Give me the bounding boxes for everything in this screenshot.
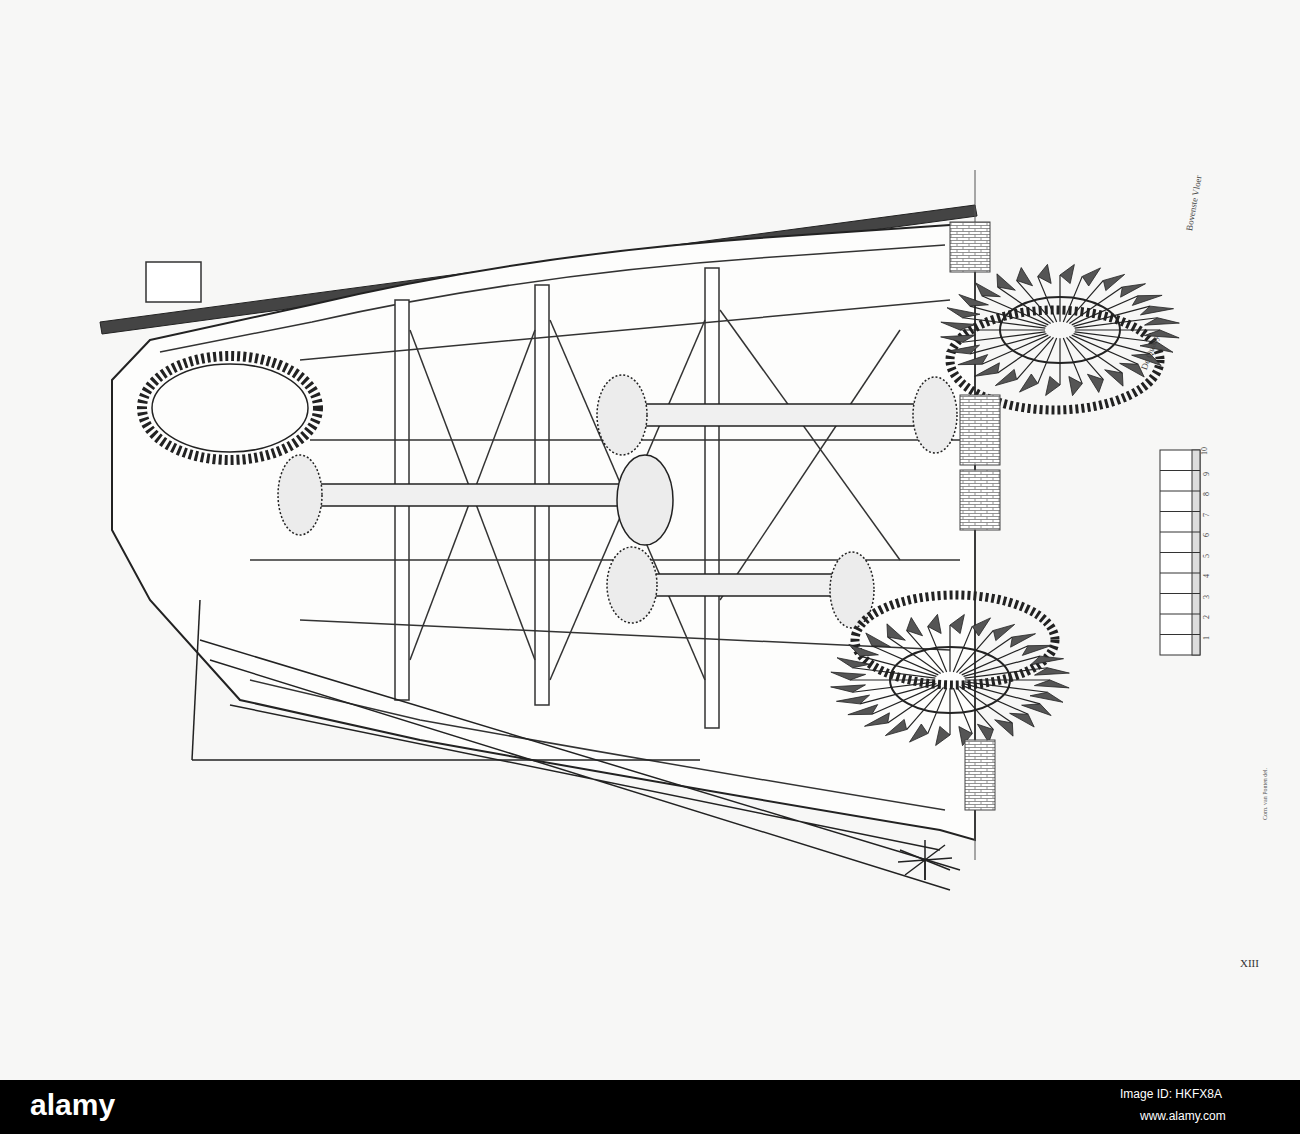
engraver-signature: Corn. van Ponten del. — [1262, 768, 1268, 820]
scale-number: 6 — [1203, 533, 1211, 537]
scale-number: 8 — [1203, 492, 1211, 496]
scale-number: 2 — [1203, 615, 1211, 619]
scale-ticks — [1160, 471, 1200, 635]
frame — [250, 268, 960, 728]
hull-inner — [250, 680, 945, 810]
watermark-text: Image ID: HKFX8A — [1120, 1088, 1222, 1100]
scale-number: 10 — [1201, 447, 1209, 455]
box — [146, 262, 201, 302]
plate-number: XIII — [1240, 958, 1259, 969]
scale-number: 3 — [1203, 595, 1211, 599]
footer-band — [0, 1080, 1300, 1134]
poles — [192, 600, 960, 890]
water-wheels — [831, 264, 1180, 745]
scale-number: 4 — [1203, 574, 1211, 578]
watermark-text: www.alamy.com — [1140, 1110, 1226, 1122]
hull-outline — [112, 225, 975, 840]
scale-number: 9 — [1203, 472, 1211, 476]
watermark-text: alamy — [30, 1090, 115, 1120]
floor-label: Bovenste Vloer — [1185, 175, 1204, 232]
brick-wall — [950, 222, 1000, 810]
scale-number: 5 — [1203, 554, 1211, 558]
scale-bar — [1160, 450, 1200, 655]
gears — [142, 310, 1160, 685]
scale-number: 7 — [1203, 513, 1211, 517]
scale-number: 1 — [1203, 636, 1211, 640]
